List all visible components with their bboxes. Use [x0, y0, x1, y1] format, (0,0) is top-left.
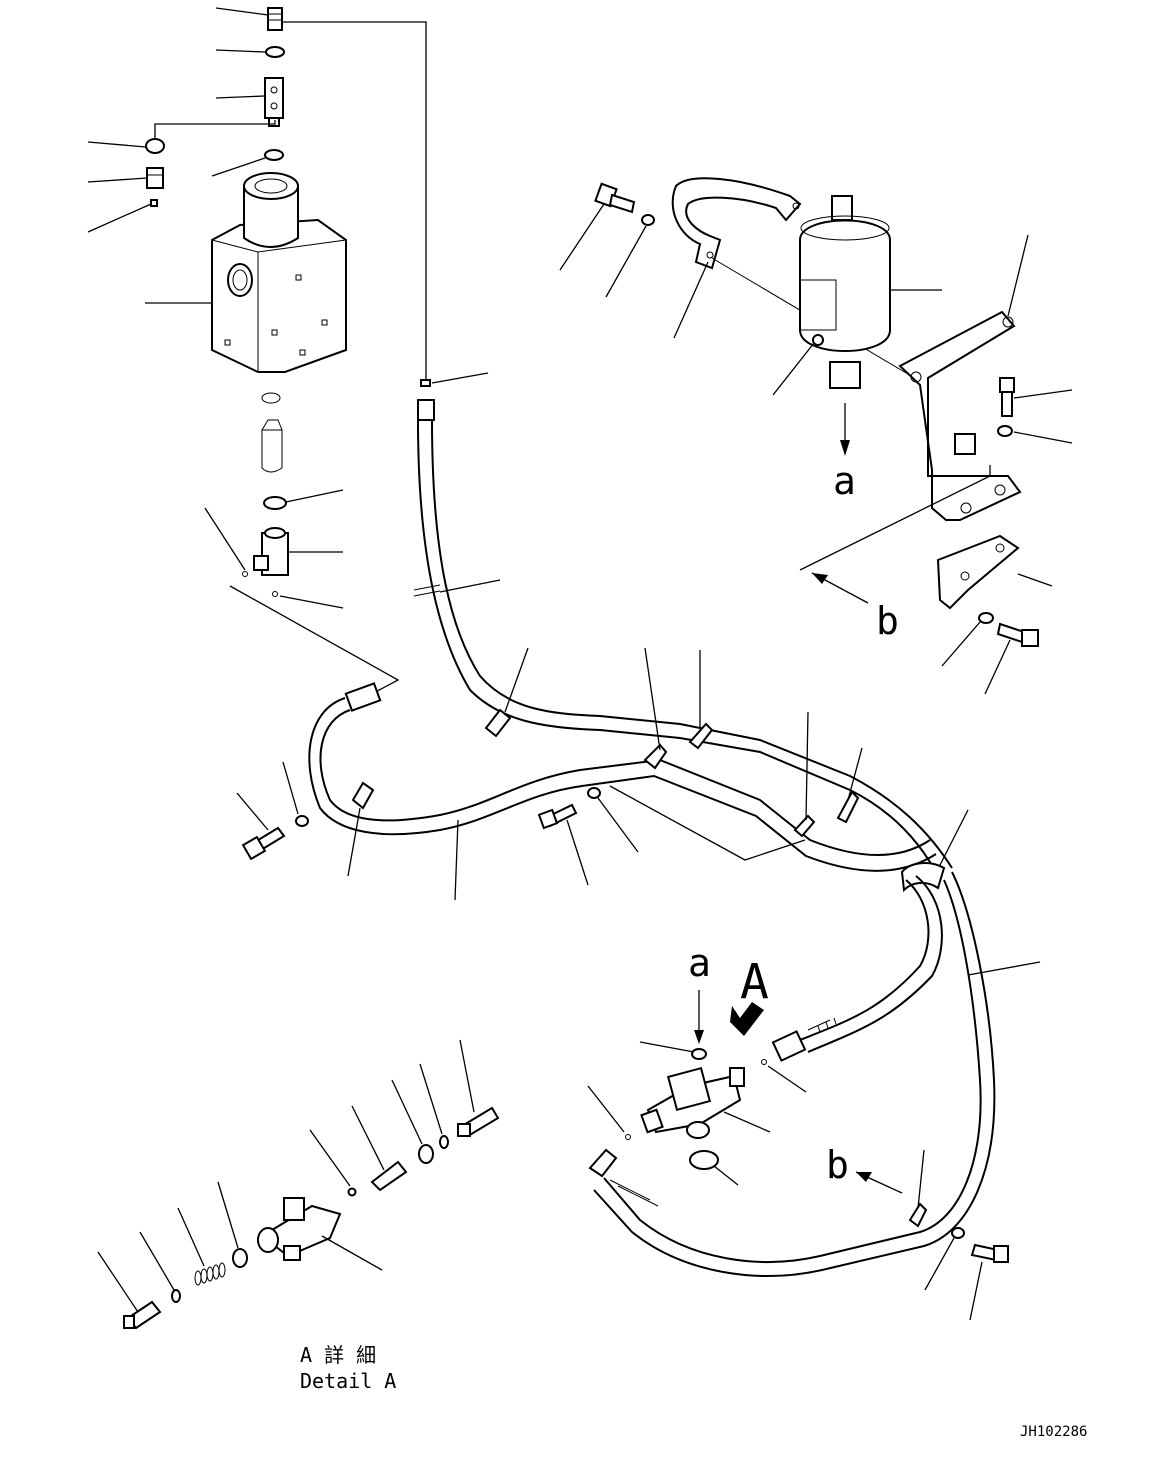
detail-oring-a — [418, 1144, 434, 1164]
detail-spring — [194, 1262, 226, 1286]
hose-right — [588, 809, 1041, 1277]
detail-washer — [232, 1248, 248, 1268]
bolts-right — [941, 377, 1073, 695]
detail-title-jp: A 詳 細 — [300, 1343, 376, 1367]
callout-a-top: a — [833, 459, 856, 503]
filter-element — [261, 419, 283, 473]
bolt-left — [236, 761, 309, 861]
bolt-center — [537, 787, 639, 886]
callout-a-bottom: a — [688, 941, 711, 985]
top-fitting — [267, 7, 283, 31]
valve-stack — [145, 7, 347, 597]
detail-tee — [257, 1197, 383, 1271]
detail-poppet — [370, 1160, 408, 1192]
callout-A-big: A — [740, 954, 769, 1010]
tee-fitting — [587, 1041, 807, 1186]
callout-b-bottom: b — [826, 1143, 849, 1187]
bolt-right-bottom — [924, 1227, 1009, 1321]
valve-body — [211, 172, 347, 373]
accumulator — [772, 195, 942, 396]
detail-ball — [171, 1289, 181, 1303]
callout-arrows — [694, 403, 903, 1194]
o-ring-4 — [261, 392, 281, 404]
strap-bracket — [559, 177, 919, 381]
hose-left-loop — [308, 647, 937, 901]
detail-oring-b — [439, 1135, 449, 1149]
detail-small-ball — [347, 1187, 357, 1197]
lower-bracket — [936, 534, 1053, 610]
mounting-bracket — [799, 234, 1029, 571]
hose-center — [413, 372, 953, 881]
leader-lines-valve — [87, 7, 427, 697]
drawing-id: JH102286 — [1020, 1424, 1087, 1440]
callout-b-top: b — [876, 599, 899, 643]
o-ring-3 — [264, 149, 284, 161]
o-ring-2 — [145, 138, 165, 154]
small-plug — [150, 199, 158, 207]
detail-title-en: Detail A — [300, 1369, 396, 1393]
o-ring-1 — [265, 46, 285, 58]
detail-connector — [457, 1106, 500, 1138]
adapter-block — [264, 77, 284, 127]
detail-plug — [123, 1300, 162, 1330]
plug-fitting — [146, 167, 164, 189]
detail-a-exploded — [97, 1039, 500, 1330]
elbow-fitting — [253, 527, 289, 576]
o-ring-5 — [263, 496, 287, 510]
